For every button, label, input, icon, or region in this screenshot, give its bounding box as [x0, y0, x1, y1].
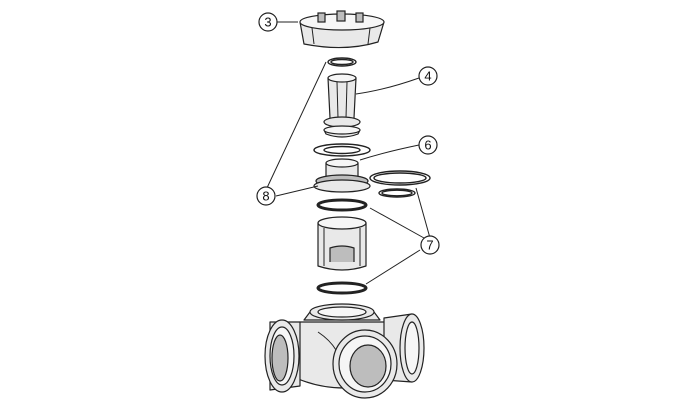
part-4-stem	[323, 73, 361, 138]
callout-6: 6	[418, 135, 438, 155]
cartridge-body	[317, 216, 367, 271]
callout-7-label: 7	[426, 238, 433, 253]
leader-lines	[265, 21, 431, 285]
part-6-nut	[313, 143, 371, 193]
valve-body	[264, 303, 425, 399]
callout-8-label: 8	[262, 189, 269, 204]
o-ring-top	[327, 57, 357, 67]
o-ring-bottom	[316, 281, 368, 295]
callout-8: 8	[256, 186, 276, 206]
callout-7: 7	[420, 235, 440, 255]
side-o-rings	[369, 170, 431, 198]
callout-6-label: 6	[424, 138, 431, 153]
callout-3: 3	[258, 12, 278, 32]
callout-4: 4	[418, 66, 438, 86]
o-ring-middle	[316, 198, 368, 212]
callout-3-label: 3	[264, 15, 271, 30]
callout-4-label: 4	[424, 69, 431, 84]
part-3-handle-cap	[299, 10, 385, 49]
